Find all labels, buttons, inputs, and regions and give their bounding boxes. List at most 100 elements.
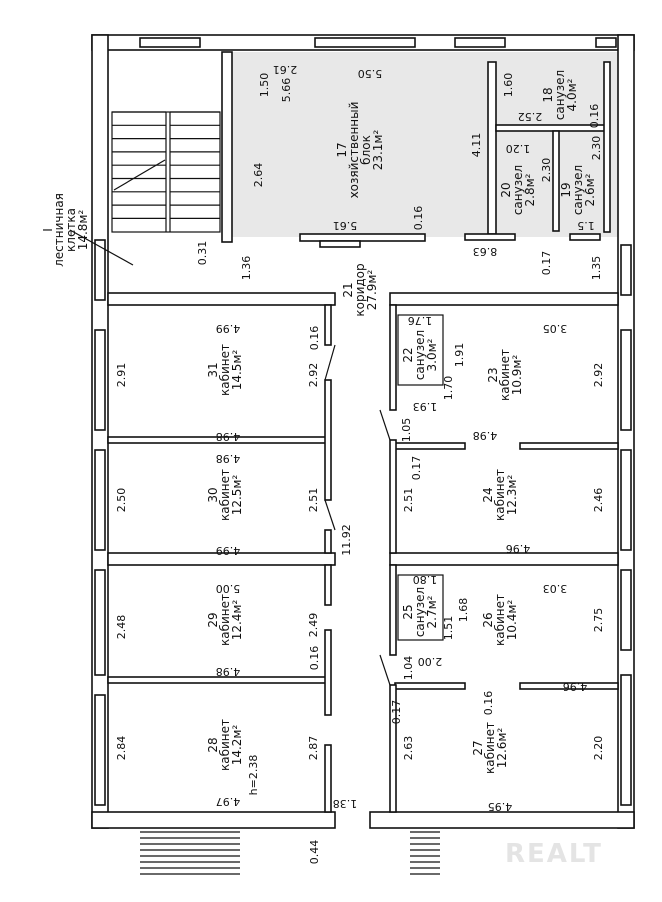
room-name: кабинет bbox=[493, 469, 507, 521]
dimension-label: 2.61 bbox=[273, 63, 298, 76]
dimension-label: h=2.38 bbox=[247, 755, 260, 796]
dimension-label: 11.92 bbox=[340, 524, 353, 556]
room-name: кабинет bbox=[483, 722, 497, 774]
stair-label: I лестничная клетка 14.8м² bbox=[41, 193, 134, 267]
dimension-label: 2.52 bbox=[518, 110, 543, 123]
room-area: 10.9м² bbox=[510, 355, 524, 396]
dimension-label: 5.00 bbox=[216, 582, 241, 595]
room-area: 2.7м² bbox=[425, 595, 439, 628]
dimension-label: 2.91 bbox=[115, 363, 128, 388]
dimension-label: 1.91 bbox=[453, 343, 466, 368]
room-name: кабинет bbox=[218, 344, 232, 396]
utility-shading bbox=[232, 52, 632, 237]
corridor-label: 21 коридор 27.9м² bbox=[341, 263, 379, 316]
corridor-name: коридор bbox=[353, 263, 367, 316]
stair-name: лестничная bbox=[52, 193, 66, 267]
dimension-label: 2.92 bbox=[307, 363, 320, 388]
dimension-label: 2.51 bbox=[307, 488, 320, 513]
room-area: 2.6м² bbox=[583, 173, 597, 206]
watermark: REALT bbox=[505, 839, 603, 869]
dimension-label: 2.51 bbox=[402, 488, 415, 513]
dimension-label: 0.16 bbox=[588, 104, 601, 129]
dimension-label: 0.17 bbox=[410, 456, 423, 481]
room-area: 23.1м² bbox=[371, 130, 385, 171]
dimension-label: 2.92 bbox=[592, 363, 605, 388]
dimension-label: 2.48 bbox=[115, 615, 128, 640]
room-area: 14.5м² bbox=[230, 350, 244, 391]
room-name2: блок bbox=[359, 135, 373, 165]
room-number: 28 bbox=[206, 737, 220, 752]
room-area: 3.0м² bbox=[425, 338, 439, 371]
room-number: 25 bbox=[401, 604, 415, 619]
corridor-number: 21 bbox=[341, 282, 355, 297]
dimension-label: 1.51 bbox=[442, 616, 455, 641]
dimension-label: 8.63 bbox=[473, 245, 498, 258]
dimension-label: 4.98 bbox=[216, 452, 241, 465]
room-number: 27 bbox=[471, 740, 485, 755]
room-area: 14.2м² bbox=[230, 725, 244, 766]
room-name: санузел bbox=[511, 165, 525, 215]
room-number: 23 bbox=[486, 367, 500, 382]
dimension-label: 0.16 bbox=[412, 206, 425, 231]
dimension-label: 5.50 bbox=[358, 67, 383, 80]
dimension-label: 1.93 bbox=[413, 400, 438, 413]
room-name: санузел bbox=[571, 165, 585, 215]
room-area: 12.4м² bbox=[230, 600, 244, 641]
room-name: санузел bbox=[413, 587, 427, 637]
room-area: 12.5м² bbox=[230, 475, 244, 516]
room-name: кабинет bbox=[493, 594, 507, 646]
dimension-label: 1.38 bbox=[333, 797, 358, 810]
dimension-label: 1.68 bbox=[457, 598, 470, 623]
dimension-label: 3.03 bbox=[543, 582, 568, 595]
dimension-label: 1.20 bbox=[506, 142, 531, 155]
dimension-label: 0.44 bbox=[308, 840, 321, 865]
dimension-label: 0.17 bbox=[540, 251, 553, 276]
room-name: хозяйственный bbox=[347, 102, 361, 199]
room-number: 30 bbox=[206, 487, 220, 502]
room-name: санузел bbox=[553, 70, 567, 120]
room-area: 2.8м² bbox=[523, 173, 537, 206]
room-name: кабинет bbox=[218, 719, 232, 771]
staircase bbox=[111, 51, 233, 243]
dimension-label: 2.63 bbox=[402, 736, 415, 761]
dimension-label: 4.95 bbox=[488, 800, 513, 813]
dimension-label: 3.05 bbox=[543, 322, 568, 335]
room-labels: 17хозяйственныйблок23.1м²18санузел4.0м²1… bbox=[206, 70, 597, 774]
dimension-label: 4.98 bbox=[216, 665, 241, 678]
dimension-label: 1.50 bbox=[258, 73, 271, 98]
dimension-label: 4.98 bbox=[473, 429, 498, 442]
room-number: 17 bbox=[335, 142, 349, 157]
room-area: 4.0м² bbox=[565, 78, 579, 111]
room-area: 12.3м² bbox=[505, 475, 519, 516]
dimension-label: 4.98 bbox=[216, 430, 241, 443]
dimension-label: 5.66 bbox=[280, 78, 293, 103]
stair-mark: I bbox=[41, 228, 55, 232]
dimension-label: 1.80 bbox=[413, 573, 438, 586]
dimension-label: 0.17 bbox=[390, 700, 403, 725]
dimension-label: 2.75 bbox=[592, 608, 605, 633]
dimension-label: 2.64 bbox=[252, 163, 265, 188]
dimension-label: 2.20 bbox=[592, 736, 605, 761]
room-number: 24 bbox=[481, 487, 495, 502]
room-name: кабинет bbox=[218, 594, 232, 646]
corridor-area: 27.9м² bbox=[365, 270, 379, 311]
dimension-label: 4.99 bbox=[216, 544, 241, 557]
room-number: 19 bbox=[559, 182, 573, 197]
dimension-label: 2.30 bbox=[540, 158, 553, 183]
dimension-label: 5.61 bbox=[333, 219, 358, 232]
interior-walls bbox=[107, 61, 619, 813]
dimension-label: 1.04 bbox=[402, 656, 415, 681]
room-area: 10.4м² bbox=[505, 600, 519, 641]
dimension-label: 0.16 bbox=[308, 326, 321, 351]
dimension-label: 2.30 bbox=[590, 136, 603, 161]
dimension-label: 0.16 bbox=[308, 646, 321, 671]
dimension-label: 1.36 bbox=[240, 256, 253, 281]
room-number: 31 bbox=[206, 362, 220, 377]
dimension-label: 1.70 bbox=[442, 376, 455, 401]
entrance-steps bbox=[140, 831, 440, 875]
dimension-label: 2.49 bbox=[307, 613, 320, 638]
room-number: 29 bbox=[206, 612, 220, 627]
room-name: санузел bbox=[413, 330, 427, 380]
